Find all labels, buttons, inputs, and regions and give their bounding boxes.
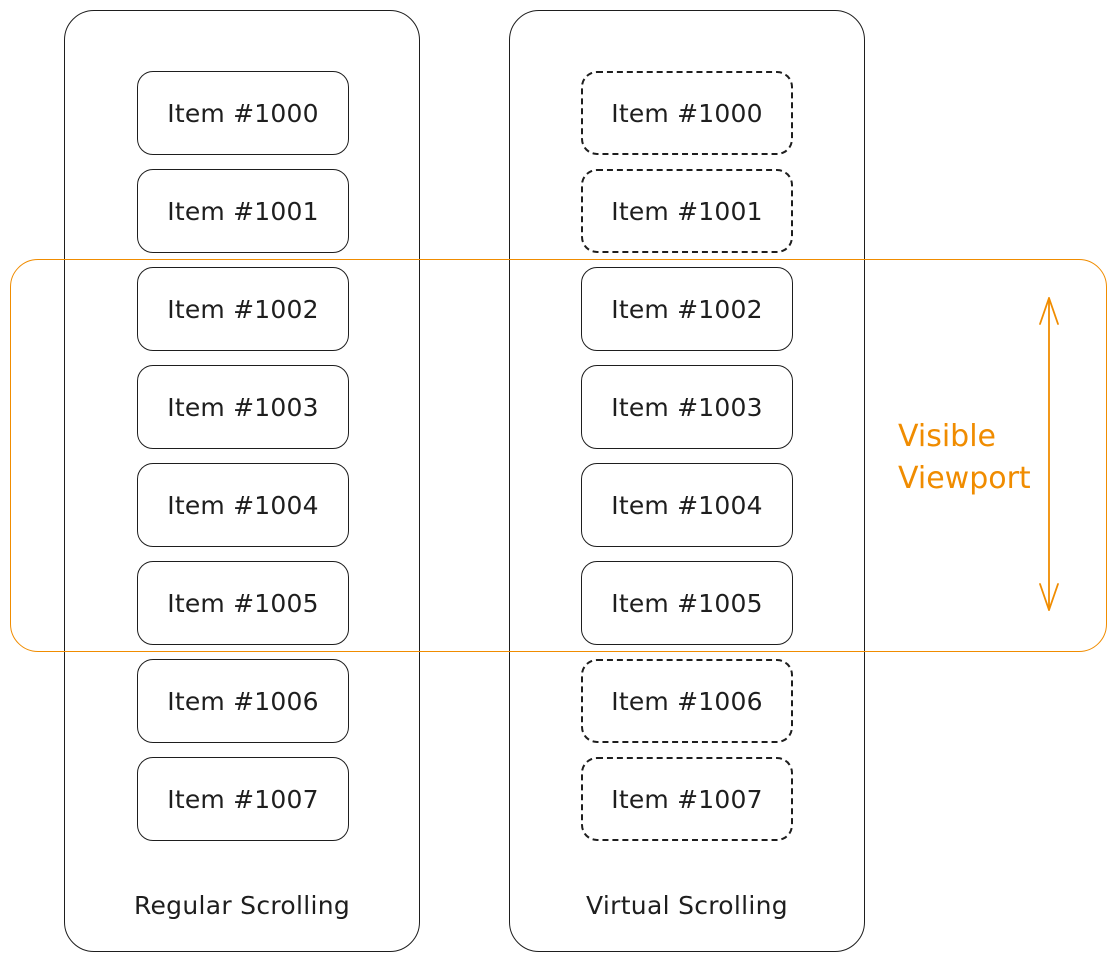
viewport-label-line1: Visible xyxy=(898,419,996,454)
list-item-unrendered: Item #1006 xyxy=(581,659,793,743)
double-headed-vertical-arrow-icon xyxy=(1039,297,1059,611)
list-item-unrendered: Item #1001 xyxy=(581,169,793,253)
list-item: Item #1003 xyxy=(581,365,793,449)
list-item: Item #1002 xyxy=(137,267,349,351)
list-item: Item #1002 xyxy=(581,267,793,351)
list-item: Item #1003 xyxy=(137,365,349,449)
list-item: Item #1004 xyxy=(581,463,793,547)
list-item-unrendered: Item #1000 xyxy=(581,71,793,155)
regular-scrolling-panel: Item #1000 Item #1001 Item #1002 Item #1… xyxy=(64,10,420,952)
list-item: Item #1007 xyxy=(137,757,349,841)
list-item: Item #1005 xyxy=(581,561,793,645)
list-item: Item #1001 xyxy=(137,169,349,253)
viewport-label-line2: Viewport xyxy=(898,461,1031,496)
list-item: Item #1000 xyxy=(137,71,349,155)
virtual-scrolling-label: Virtual Scrolling xyxy=(586,891,788,920)
list-item: Item #1004 xyxy=(137,463,349,547)
list-item-unrendered: Item #1007 xyxy=(581,757,793,841)
list-item: Item #1006 xyxy=(137,659,349,743)
regular-scrolling-label: Regular Scrolling xyxy=(133,891,351,920)
virtual-scrolling-panel: Item #1000 Item #1001 Item #1002 Item #1… xyxy=(509,10,865,952)
list-item: Item #1005 xyxy=(137,561,349,645)
visible-viewport-label: Visible Viewport xyxy=(898,416,1031,500)
